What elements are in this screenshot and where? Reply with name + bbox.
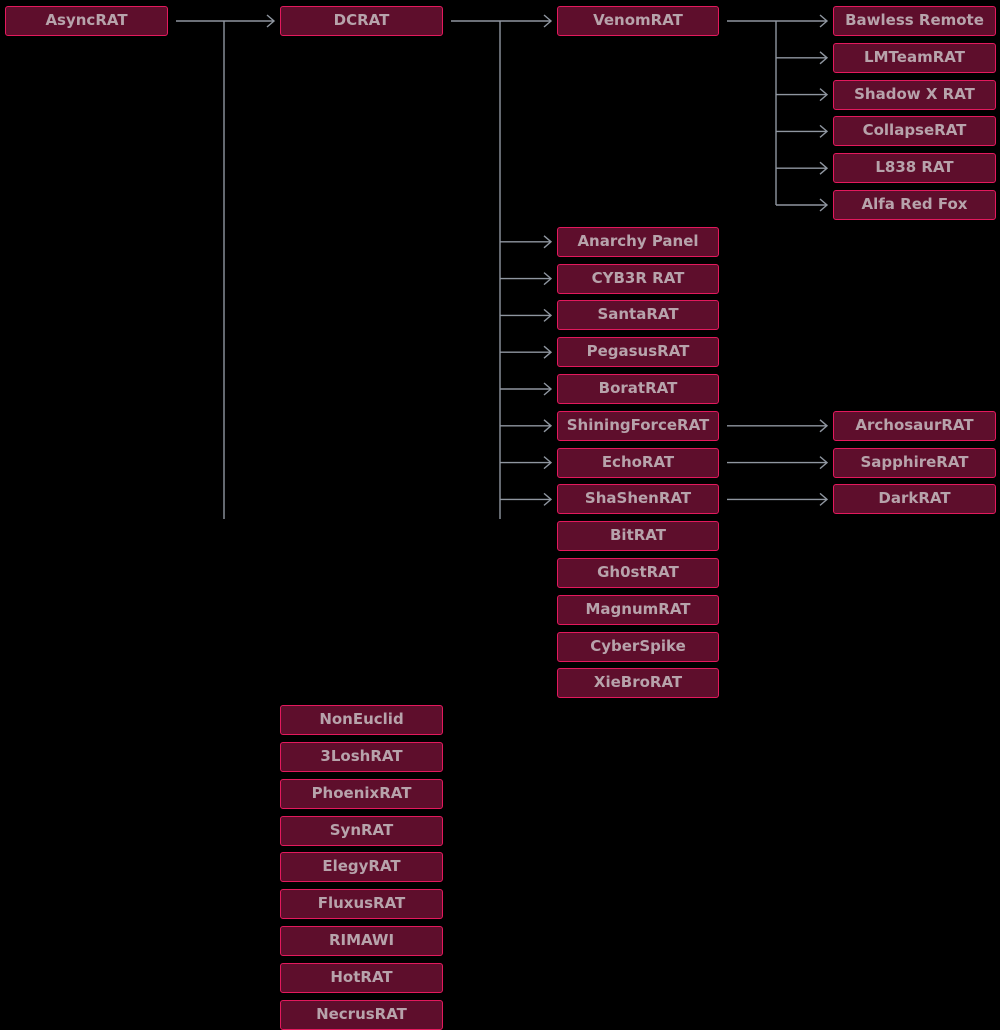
arrow-to-shiningforcerat (543, 419, 553, 433)
arrow-to-echorat (543, 456, 553, 470)
node-santarat: SantaRAT (557, 300, 719, 331)
node-noneuclid: NonEuclid (280, 705, 443, 736)
arrow-to-shadow-x-rat (819, 88, 829, 102)
node-lmteamrat: LMTeamRAT (833, 42, 996, 73)
node-venomrat: VenomRAT (557, 6, 719, 36)
arrow-to-darkrat (819, 492, 829, 506)
node-darkrat: DarkRAT (833, 484, 996, 515)
node-bitrat: BitRAT (557, 521, 719, 552)
arrow-to-shashenrat (543, 492, 553, 506)
node-3loshrat: 3LoshRAT (280, 742, 443, 772)
arrow-to-l838-rat (819, 161, 829, 175)
node-necrusrat: NecrusRAT (280, 999, 443, 1030)
node-elegyrat: ElegyRAT (280, 852, 443, 883)
node-shiningforcerat: ShiningForceRAT (557, 410, 719, 441)
arrow-to-lmteamrat (819, 51, 829, 65)
node-echorat: EchoRAT (557, 447, 719, 478)
node-l838-rat: L838 RAT (833, 153, 996, 184)
node-magnumrat: MagnumRAT (557, 594, 719, 625)
arrow-to-anarchy-panel (543, 235, 553, 249)
node-shashenrat: ShaShenRAT (557, 484, 719, 515)
arrow-to-santarat (543, 308, 553, 322)
node-pegasusrat: PegasusRAT (557, 337, 719, 368)
arrow-to-bawless-remote (819, 14, 829, 28)
node-asyncrat: AsyncRAT (5, 6, 168, 36)
node-rimawi: RIMAWI (280, 926, 443, 956)
arrow-to-alfa-red-fox (819, 198, 829, 212)
arrow-to-dcrat (266, 14, 276, 28)
node-cyb3r-rat: CYB3R RAT (557, 263, 719, 294)
node-synrat: SynRAT (280, 815, 443, 846)
node-dcrat: DCRAT (280, 6, 443, 36)
node-phoenixrat: PhoenixRAT (280, 778, 443, 809)
node-sapphirerat: SapphireRAT (833, 447, 996, 478)
arrow-to-cyb3r-rat (543, 272, 553, 286)
node-shadow-x-rat: Shadow X RAT (833, 79, 996, 110)
node-collapserat: CollapseRAT (833, 116, 996, 147)
node-cyberspike: CyberSpike (557, 631, 719, 662)
arrow-to-boratrat (543, 382, 553, 396)
node-anarchy-panel: Anarchy Panel (557, 226, 719, 257)
arrow-to-collapserat (819, 124, 829, 138)
node-alfa-red-fox: Alfa Red Fox (833, 190, 996, 220)
arrow-to-pegasusrat (543, 345, 553, 359)
node-boratrat: BoratRAT (557, 374, 719, 404)
node-bawless-remote: Bawless Remote (833, 6, 996, 36)
node-archosaurrat: ArchosaurRAT (833, 410, 996, 441)
arrow-to-venomrat (543, 14, 553, 28)
node-xiebrorat: XieBroRAT (557, 668, 719, 699)
node-gh0strat: Gh0stRAT (557, 558, 719, 588)
node-fluxusrat: FluxusRAT (280, 889, 443, 920)
arrow-to-archosaurrat (819, 419, 829, 433)
connector-layer (176, 14, 829, 519)
node-hotrat: HotRAT (280, 962, 443, 993)
arrow-to-sapphirerat (819, 456, 829, 470)
